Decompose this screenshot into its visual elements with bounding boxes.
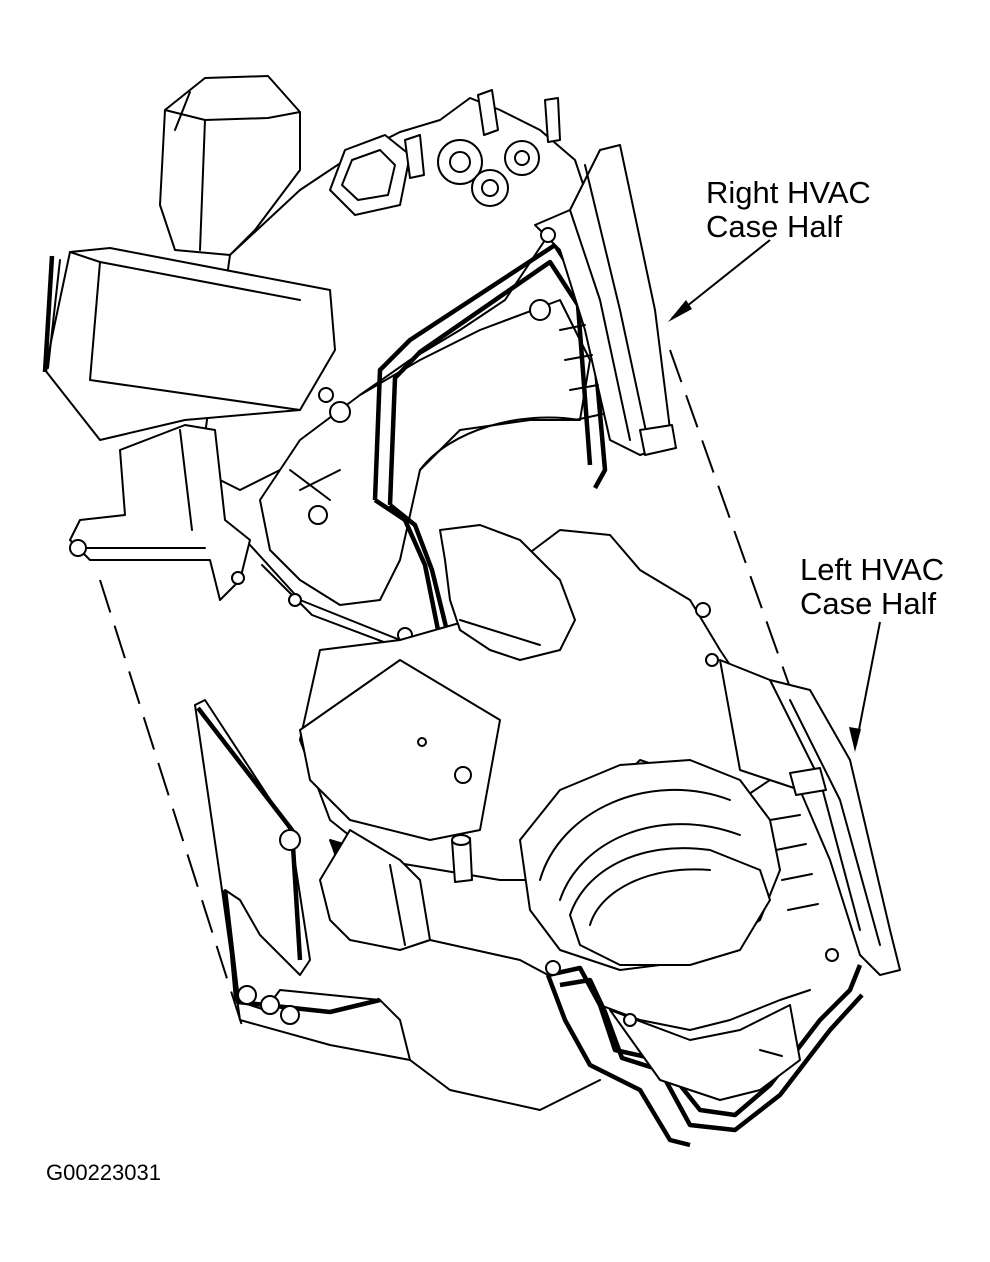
left-case-label-line1: Left HVAC — [800, 552, 945, 587]
left-hvac-case-half — [194, 524, 901, 1148]
right-case-label-line1: Right HVAC — [706, 175, 871, 210]
right-case-callout-arrow — [668, 239, 771, 322]
figure-id: G00223031 — [46, 1160, 161, 1185]
right-hvac-case-half — [42, 75, 677, 651]
right-hvac-case-half-label: Right HVAC Case Half — [706, 176, 871, 244]
right-case-label-line2: Case Half — [706, 209, 843, 244]
left-case-label-line2: Case Half — [800, 586, 937, 621]
left-case-callout-arrow — [849, 621, 881, 752]
left-hvac-case-half-label: Left HVAC Case Half — [800, 553, 944, 621]
